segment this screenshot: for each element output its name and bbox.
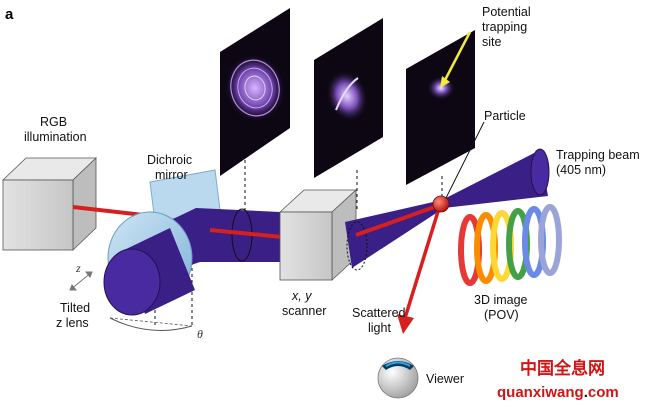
z-axis-label: z (75, 261, 81, 275)
output-laser (355, 203, 441, 237)
theta-label: θ (197, 327, 203, 341)
trapping-beam-label: Trapping beam (405 nm) (556, 148, 643, 177)
xy-scanner-label: x, y scanner (282, 289, 326, 318)
viewer-label: Viewer (426, 372, 464, 386)
potential-trapping-site-label: Potential trapping site (482, 5, 534, 49)
theta-arc (109, 317, 193, 331)
dichroic-mirror-label: Dichroic mirror (147, 153, 196, 182)
panel-letter: a (5, 6, 14, 23)
scattered-light-ray (403, 204, 442, 319)
z-axis-arrows (69, 271, 93, 291)
trapping-site-pointer (442, 31, 472, 83)
watermark-chinese: 中国全息网 (520, 358, 605, 379)
viewer-eye (377, 357, 419, 399)
rgb-illumination-label: RGB illumination (24, 115, 87, 144)
particle-leader (445, 121, 485, 199)
trapping-site-arrowhead (440, 76, 450, 88)
theta-baseline (109, 317, 193, 327)
3d-image-rings (458, 204, 562, 286)
rgb-illumination-box (2, 157, 97, 251)
watermark-domain-tld: com (588, 384, 619, 401)
image-panel-2 (314, 18, 383, 178)
particle-label: Particle (484, 109, 526, 123)
internal-laser (209, 228, 283, 239)
scattered-light-arrowhead (397, 314, 414, 334)
watermark-domain: quanxiwang.com (497, 384, 619, 401)
xy-scanner-box (278, 189, 358, 281)
lens-cylinder (103, 228, 195, 316)
particle (432, 195, 450, 213)
3d-image-label: 3D image (POV) (474, 293, 531, 322)
watermark-domain-main: quanxiwang (497, 384, 584, 401)
watermark-domain-dot: . (584, 384, 588, 401)
trapping-beam-cone (345, 148, 550, 271)
image-panel-3 (406, 30, 475, 185)
scattered-light-label: Scattered light (352, 306, 409, 335)
tilted-z-lens-label: Tilted z lens (56, 301, 94, 330)
image-panel-1 (220, 8, 290, 176)
